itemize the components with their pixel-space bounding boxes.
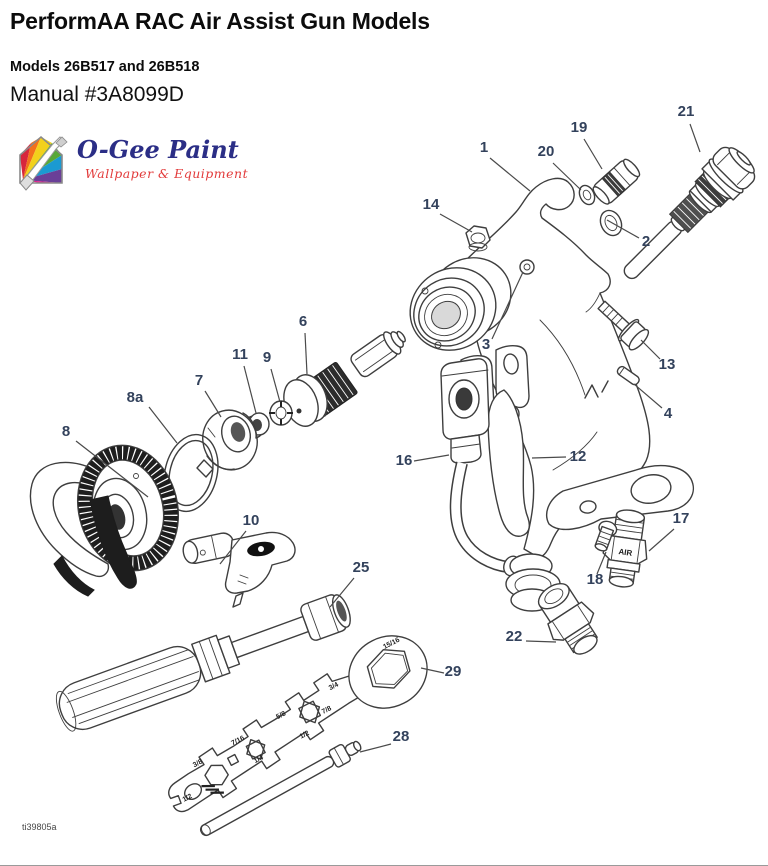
callout-8: 8 [62,423,70,440]
leader-line-8 [75,440,149,498]
leader-line-8a [148,406,178,444]
vendor-logo: O-Gee Paint Wallpaper & Equipment [12,131,248,193]
callout-16: 16 [396,452,413,469]
leader-line-17 [648,528,675,552]
guard-handle-loop [29,461,110,578]
part-8-rac-guard [29,444,180,597]
part-28-rod [199,740,362,837]
part-29-wrench: 15/163/47/85/81/27/161/43/81/2 [168,635,428,813]
wrench-marking: 1/4 [253,754,265,765]
leader-line-22 [525,640,557,643]
callout-28: 28 [393,728,410,745]
page-title: PerformAA RAC Air Assist Gun Models [10,8,430,34]
leader-line-6 [304,332,308,375]
leader-line-14 [439,213,473,233]
callout-19: 19 [571,119,588,136]
part-2-seal [599,209,623,237]
callout-4: 4 [664,405,673,422]
part-10-spray-tip [182,531,296,608]
leader-line-25 [329,577,355,608]
leader-line-19 [583,138,603,170]
part-4-pin [616,365,640,386]
part-6-seat-assembly [283,330,406,427]
leader-line-21 [689,123,701,153]
part-3-screw [519,259,535,275]
leader-line-3 [491,271,524,340]
part-8a-o-ring [163,433,219,513]
callout-29: 29 [445,663,462,680]
part-19-fitting [592,158,641,205]
wrench-marking: 7/8 [321,705,333,716]
leader-line-9 [270,368,281,403]
leader-line-18 [596,551,607,575]
wrench-marking: 5/8 [275,710,287,721]
v-mark [584,380,609,399]
part-17-air-fitting: AIR [602,509,648,588]
callout-3: 3 [482,336,490,353]
models-line: Models 26B517 and 26B518 [10,59,200,75]
part-9-retainer [269,400,293,426]
callout-11: 11 [232,346,248,363]
leader-line-11 [243,365,257,414]
manual-number: Manual #3A8099D [10,83,184,106]
leader-line-20 [552,162,582,191]
leader-line-29 [420,667,445,674]
wrench-marking: 1/2 [182,793,194,804]
leader-line-10 [219,530,247,565]
leader-line-13 [640,339,661,360]
leader-line-2 [606,219,640,239]
callout-8a: 8a [127,389,144,406]
air-fitting-label: AIR [618,547,633,558]
wrench-marking: 3/4 [328,681,340,692]
part-21-needle-valve [623,146,756,280]
part-25-screwdriver [55,594,351,732]
callout-17: 17 [673,510,690,527]
callout-18: 18 [587,571,604,588]
air-valve-bracket [545,464,695,531]
callout-22: 22 [506,628,523,645]
logo-name: O-Gee Paint [77,135,239,164]
callout-9: 9 [263,349,271,366]
drawing-id: ti39805a [22,822,57,832]
callout-10: 10 [243,512,260,529]
callout-7: 7 [195,372,203,389]
callout-14: 14 [423,196,440,213]
callout-25: 25 [353,559,370,576]
part-18-screw [594,520,618,552]
callout-2: 2 [642,233,650,250]
callout-13: 13 [659,356,676,373]
callout-6: 6 [299,313,307,330]
leader-line-7 [204,390,222,418]
leader-line-12 [531,456,567,459]
house-outline [19,135,63,184]
leader-line-28 [359,743,392,753]
guard-wing [89,495,137,589]
wrench-marking: 1/2 [299,730,311,741]
part-13-bolt [597,300,650,351]
callout-1: 1 [480,139,488,156]
logo-tagline: Wallpaper & Equipment [85,166,249,181]
logo-house-icon [19,135,68,191]
part-22-fitting [537,583,598,655]
leader-line-16 [413,454,450,462]
callout-21: 21 [678,103,695,120]
wrench-marking: 3/8 [192,758,204,769]
leader-line-1 [489,157,531,192]
leader-line-4 [633,383,663,409]
callout-12: 12 [570,448,587,465]
callout-20: 20 [538,143,555,160]
gun-front-collar [409,257,512,351]
